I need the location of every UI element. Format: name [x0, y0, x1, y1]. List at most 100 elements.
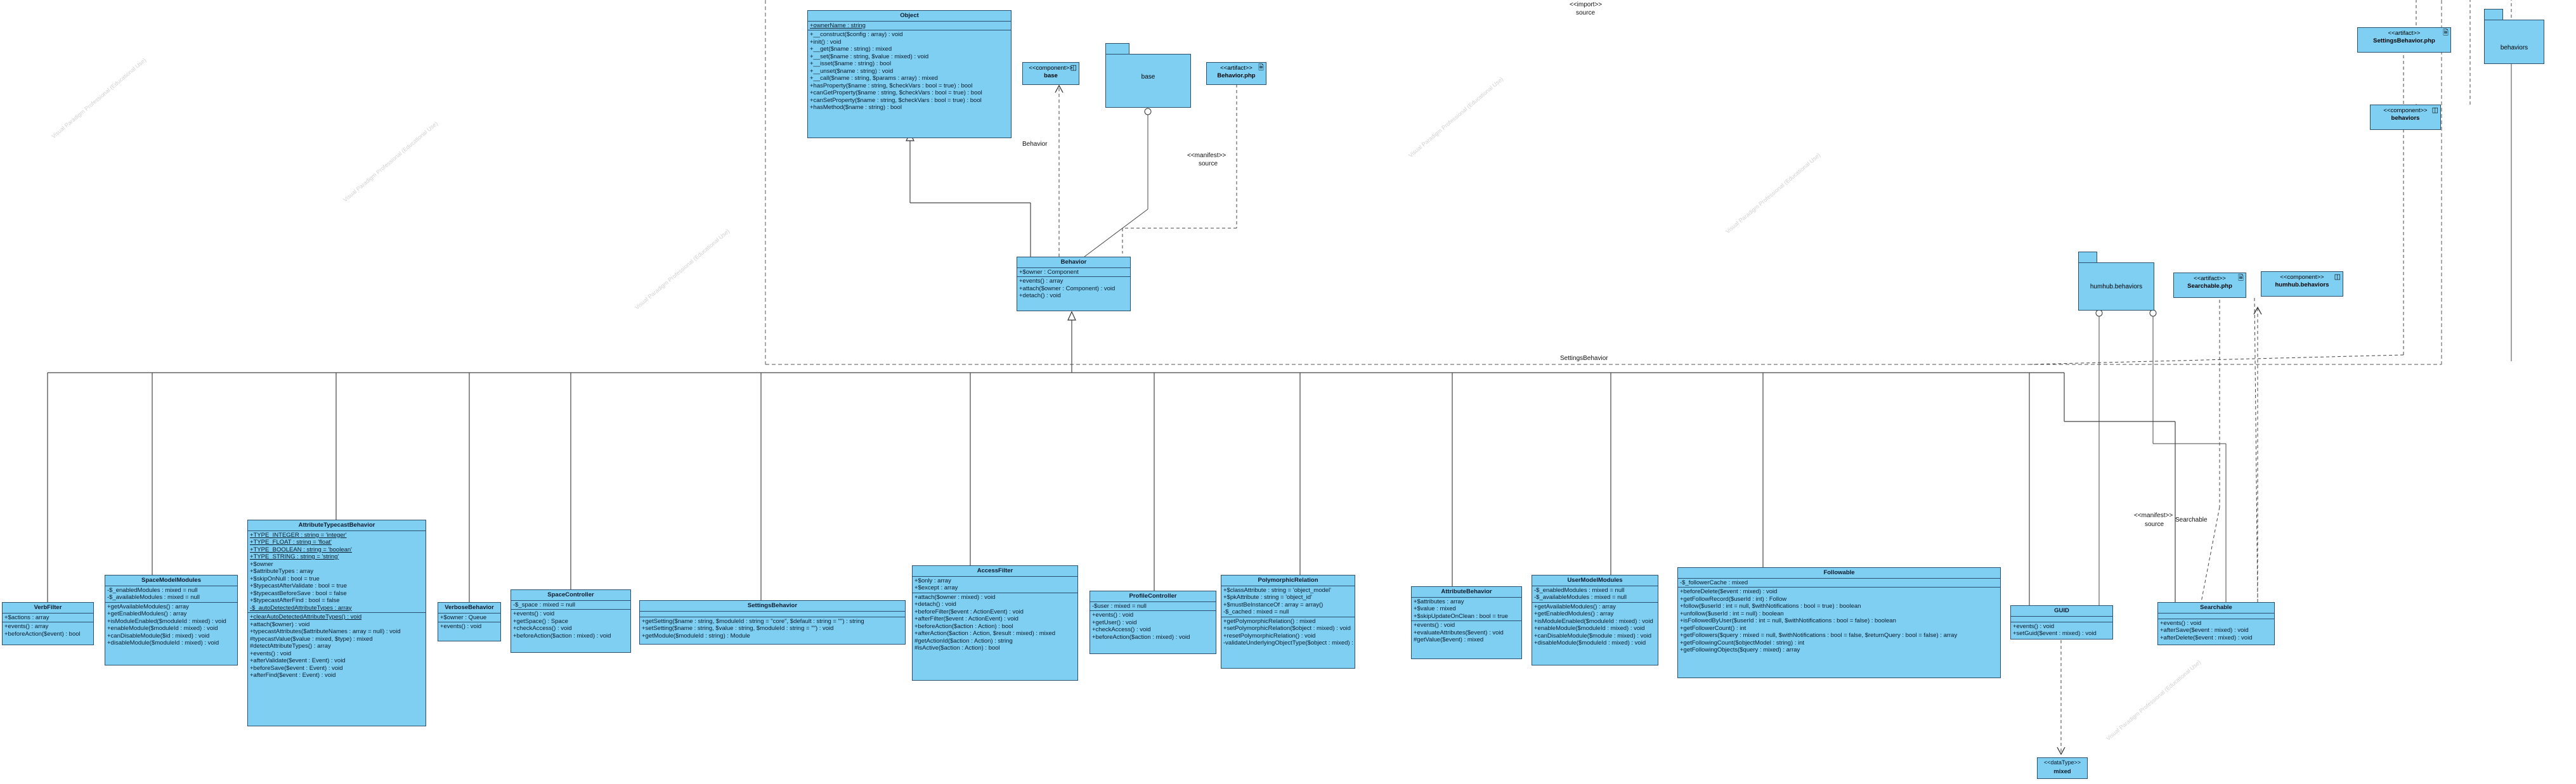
operation: +beforeAction($event) : bool: [4, 630, 81, 638]
operation: +detach() : void: [1019, 292, 1061, 299]
class-name: Searchable: [2158, 603, 2274, 614]
class-profilecontroller[interactable]: ProfileController -$user : mixed = null …: [1090, 591, 1216, 654]
class-name: VerboseBehavior: [438, 603, 500, 614]
component-name: humhub.behaviors: [2275, 281, 2329, 288]
operations-section: +clearAutoDetectedAttributeTypes() : voi…: [248, 613, 426, 680]
operation: +enableModule($moduleId : mixed) : void: [1534, 625, 1645, 632]
operation: +init() : void: [810, 38, 842, 46]
class-name: Followable: [1678, 568, 2000, 579]
class-verbfilter[interactable]: VerbFilter +$actions : array +events() :…: [2, 602, 94, 645]
attribute: -$user : mixed = null: [1092, 602, 1147, 610]
class-name: AttributeBehavior: [1412, 587, 1521, 598]
class-searchable[interactable]: Searchable +events() : void +afterSave($…: [2157, 602, 2275, 645]
operation: +beforeAction($action : mixed) : void: [513, 632, 611, 639]
import-frame: [765, 0, 2442, 365]
source-label: source: [1199, 160, 1218, 167]
attributes-section: [2158, 614, 2274, 619]
class-settingsbehavior[interactable]: SettingsBehavior +getSetting($name : str…: [639, 600, 906, 645]
artifact-icon: 🗎: [2238, 274, 2244, 282]
operation: +beforeDelete($event : mixed) : void: [1680, 588, 1778, 595]
operation: +afterValidate($event : Event) : void: [250, 657, 346, 664]
artifact-searchable-php[interactable]: 🗎 <<artifact>> Searchable.php: [2173, 273, 2246, 298]
operation: +disableModule($moduleId : mixed) : void: [1534, 639, 1646, 646]
class-spacemodelmodules[interactable]: SpaceModelModules -$_enabledModules : mi…: [105, 575, 238, 665]
class-object[interactable]: Object +ownerName : string +__construct(…: [807, 10, 1012, 138]
class-attributebehavior[interactable]: AttributeBehavior +$attributes : array +…: [1411, 586, 1522, 659]
attribute: +ownerName : string: [810, 22, 866, 29]
operation: +getSetting($name : string, $moduleId : …: [642, 617, 864, 625]
attribute: -$_availableModules : mixed = null: [1534, 594, 1627, 601]
class-spacecontroller[interactable]: SpaceController -$_space : mixed = null …: [511, 589, 631, 653]
attribute: +TYPE_INTEGER : string = 'integer': [250, 531, 347, 539]
operation: #typecastValue($value : mixed, $type) : …: [250, 635, 373, 643]
attribute: +$owner: [250, 560, 273, 568]
operation: +getPolymorphicRelation() : mixed: [1223, 617, 1316, 625]
operation: +checkAccess() : void: [1092, 626, 1151, 633]
class-verbosebehavior[interactable]: VerboseBehavior +$owner : Queue +events(…: [438, 602, 501, 641]
operation: +__isset($name : string) : bool: [810, 60, 892, 67]
attribute: +$typecastAfterValidate : bool = true: [250, 582, 347, 589]
operation: +getFollowRecord($userId : int) : Follow: [1680, 595, 1787, 603]
class-polymorphicrelation[interactable]: PolymorphicRelation +$classAttribute : s…: [1221, 575, 1355, 669]
operations-section: +getPolymorphicRelation() : mixed +setPo…: [1221, 617, 1355, 648]
attribute: +TYPE_STRING : string = 'string': [250, 553, 339, 560]
class-name: ProfileController: [1090, 591, 1216, 602]
attributes-section: +$owner : Component: [1017, 268, 1130, 277]
package-base[interactable]: base: [1105, 54, 1191, 108]
stereotype: <<dataType>>: [2043, 759, 2081, 766]
attributes-section: +$owner : Queue: [438, 614, 500, 622]
package-humhub-behaviors[interactable]: humhub.behaviors: [2078, 262, 2154, 311]
operations-section: +events() : void +afterSave($event : mix…: [2158, 619, 2274, 643]
operation: #isActive($action : Action) : bool: [914, 645, 1000, 652]
class-guid[interactable]: GUID +events() : void +setGuid($event : …: [2010, 605, 2113, 639]
artifact-icon: 🗎: [2443, 29, 2449, 37]
stereotype: <<component>>: [1029, 65, 1073, 72]
attribute: +$typecastBeforeSave : bool = false: [250, 589, 347, 597]
artifact-behavior-php[interactable]: 🗎 <<artifact>> Behavior.php: [1206, 62, 1266, 85]
operation: +beforeSave($event : Event) : void: [250, 664, 343, 672]
artifact-icon: 🗎: [1258, 64, 1264, 72]
attribute: +$except : array: [914, 584, 958, 591]
class-behavior[interactable]: Behavior +$owner : Component +events() :…: [1017, 257, 1131, 311]
component-humhub-behaviors[interactable]: ◫ <<component>> humhub.behaviors: [2261, 271, 2343, 297]
attribute: +$attributeTypes : array: [250, 568, 314, 575]
source-label: source: [2145, 521, 2164, 528]
operation: #detectAttributeTypes() : array: [250, 643, 331, 650]
searchable-role-label: Searchable: [2175, 517, 2208, 524]
operation: +isModuleEnabled($moduleId : mixed) : vo…: [1534, 617, 1653, 625]
class-attributetypecastbehavior[interactable]: AttributeTypecastBehavior +TYPE_INTEGER …: [247, 520, 426, 726]
class-name: SpaceController: [511, 590, 630, 601]
package-behaviors[interactable]: behaviors: [2484, 20, 2544, 64]
class-usermodelmodules[interactable]: UserModelModules -$_enabledModules : mix…: [1532, 575, 1658, 665]
class-name: SpaceModelModules: [105, 575, 237, 586]
attribute: -$_followerCache : mixed: [1680, 579, 1748, 586]
operation: +events() : void: [2160, 619, 2202, 627]
operation: +getFollowingObjects($query : mixed) : a…: [1680, 646, 1800, 653]
operation: +getFollowingCount($objectModel : string…: [1680, 639, 1805, 646]
operation: +getFollowerCount() : int: [1680, 624, 1747, 632]
operations-section: +events() : void +setGuid($event : mixed…: [2011, 622, 2112, 638]
operations-section: +events() : array +beforeAction($event) …: [3, 622, 93, 638]
package-humhub-tab: [2078, 252, 2097, 263]
manifest-label: <<manifest>>: [1187, 152, 1226, 159]
component-base[interactable]: ◫ <<component>> base: [1022, 62, 1079, 85]
component-behaviors[interactable]: ◫ <<component>> behaviors: [2370, 105, 2441, 130]
attribute: -$_cached : mixed = null: [1223, 608, 1289, 615]
attributes-section: [2011, 617, 2112, 622]
attributes-section: +ownerName : string: [808, 22, 1011, 30]
operation: +afterSave($event : mixed) : void: [2160, 627, 2249, 634]
operations-section: +__construct($config : array) : void +in…: [808, 30, 1011, 112]
artifact-name: Behavior.php: [1217, 72, 1256, 79]
datatype-mixed[interactable]: <<dataType>> mixed: [2037, 757, 2088, 779]
package-base-tab: [1105, 43, 1129, 55]
component-name: behaviors: [2391, 115, 2420, 122]
class-followable[interactable]: Followable -$_followerCache : mixed +bef…: [1677, 567, 2001, 678]
operation: +events() : array: [1019, 278, 1064, 285]
attributes-section: -$_enabledModules : mixed = null -$_avai…: [105, 586, 237, 603]
class-accessfilter[interactable]: AccessFilter +$only : array +$except : a…: [912, 565, 1078, 681]
artifact-settingsbehavior-php[interactable]: 🗎 <<artifact>> SettingsBehavior.php: [2357, 27, 2451, 53]
operation: +canGetProperty($name : string, $checkVa…: [810, 89, 982, 96]
attribute: +TYPE_FLOAT : string = 'float': [250, 539, 332, 546]
operation: +hasMethod($name : string) : bool: [810, 104, 902, 111]
